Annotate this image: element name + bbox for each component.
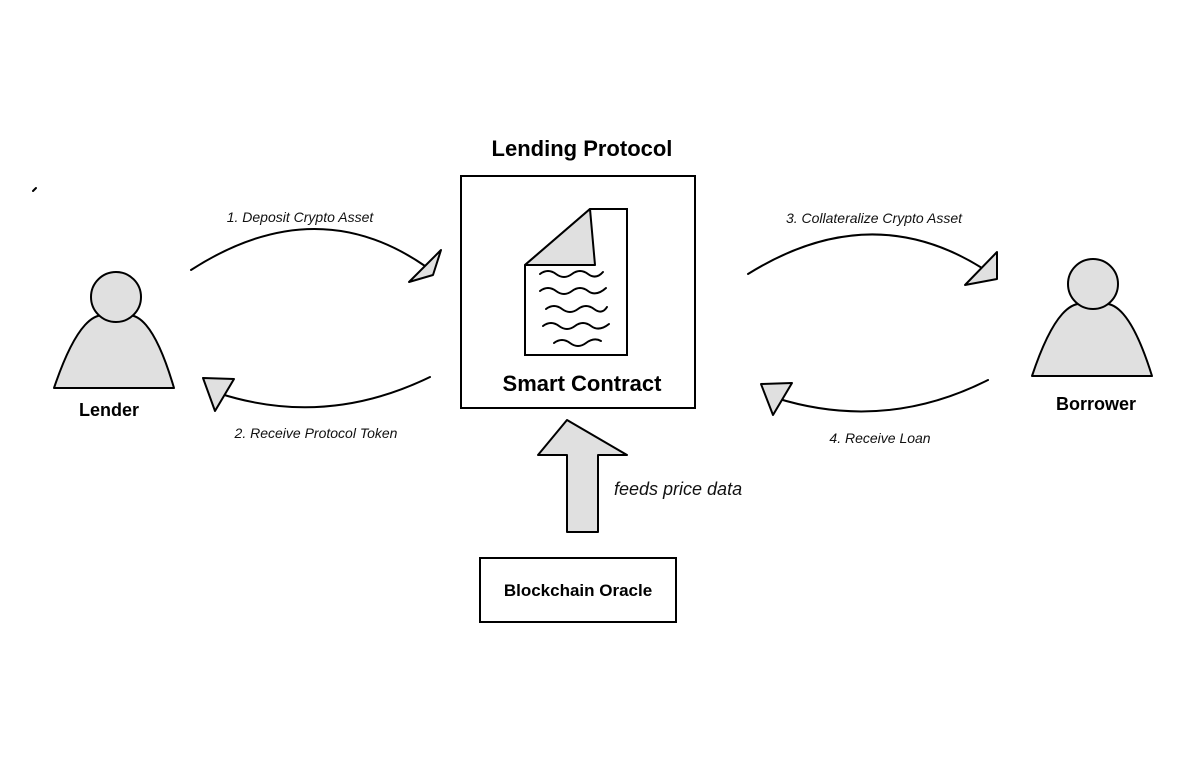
borrower-person-icon bbox=[1031, 258, 1153, 377]
collateralize-arrow bbox=[747, 233, 998, 286]
oracle-label: Blockchain Oracle bbox=[504, 581, 652, 600]
stray-mark bbox=[32, 187, 37, 192]
loan-label: 4. Receive Loan bbox=[829, 430, 930, 446]
diagram-title: Lending Protocol bbox=[492, 136, 673, 161]
smart-contract-label: Smart Contract bbox=[503, 371, 663, 396]
oracle-box bbox=[479, 557, 677, 623]
protocol-token-label: 2. Receive Protocol Token bbox=[234, 425, 398, 441]
deposit-arrow bbox=[190, 228, 442, 283]
lender-label: Lender bbox=[79, 400, 139, 420]
protocol-token-arrow bbox=[202, 376, 431, 412]
loan-arrow bbox=[760, 379, 989, 416]
price-feed-label: feeds price data bbox=[614, 479, 742, 499]
deposit-label: 1. Deposit Crypto Asset bbox=[227, 209, 375, 225]
document-icon bbox=[524, 208, 628, 356]
price-feed-arrow bbox=[537, 419, 628, 533]
borrower-label: Borrower bbox=[1056, 394, 1136, 414]
lender-person-icon bbox=[53, 271, 175, 389]
collateralize-label: 3. Collateralize Crypto Asset bbox=[786, 210, 963, 226]
